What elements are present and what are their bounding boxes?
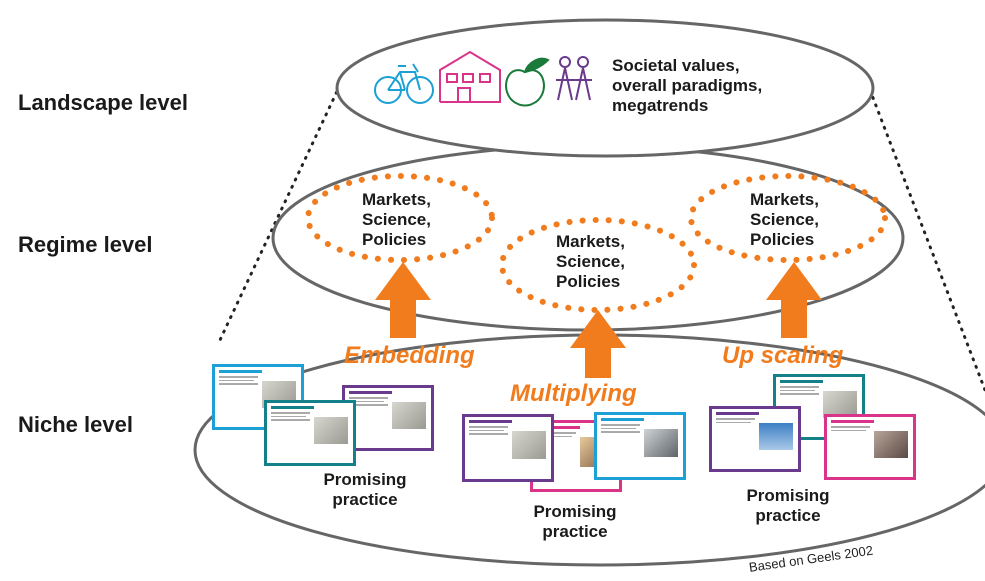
practice-3-line-2: practice: [755, 506, 821, 525]
practice-card: [824, 414, 916, 480]
landscape-line-1: Societal values,: [612, 56, 740, 75]
cone-left-line: [218, 83, 342, 342]
practice-card: [264, 400, 356, 466]
promising-practice-2: Promising practice: [520, 502, 630, 542]
practice-card: [342, 385, 434, 451]
practice-2-line-1: Promising: [533, 502, 617, 521]
landscape-level-label: Landscape level: [18, 90, 188, 115]
practice-1-line-2: practice: [332, 490, 398, 509]
regime-bubble-1-text: Markets, Science, Policies: [362, 190, 431, 250]
bubble-3-policies: Policies: [750, 230, 815, 249]
bubble-3-science: Science,: [750, 210, 819, 229]
bubble-2-markets: Markets,: [556, 232, 625, 251]
landscape-description: Societal values, overall paradigms, mega…: [612, 56, 762, 116]
niche-level-label: Niche level: [18, 412, 133, 437]
house-icon: [439, 50, 501, 103]
promising-practice-3: Promising practice: [733, 486, 843, 526]
upscaling-arrow: [766, 262, 822, 338]
cone-right-line: [868, 88, 985, 392]
practice-2-line-2: practice: [542, 522, 608, 541]
bubble-1-science: Science,: [362, 210, 431, 229]
multiplying-arrow: [570, 310, 626, 378]
regime-bubble-1: [305, 173, 495, 263]
practice-card: [462, 414, 554, 482]
landscape-ellipse: [335, 18, 875, 158]
practice-3-line-1: Promising: [746, 486, 830, 505]
bubble-2-policies: Policies: [556, 272, 621, 291]
bubble-1-markets: Markets,: [362, 190, 431, 209]
multiplying-label: Multiplying: [510, 380, 637, 407]
embedding-arrow: [375, 262, 431, 338]
practice-card: [594, 412, 686, 480]
regime-bubble-3: [688, 173, 888, 263]
practice-1-line-1: Promising: [323, 470, 407, 489]
landscape-line-3: megatrends: [612, 96, 709, 115]
promising-practice-1: Promising practice: [310, 470, 420, 510]
bicycle-icon: [374, 63, 434, 104]
embedding-label: Embedding: [344, 342, 475, 369]
regime-level-label: Regime level: [18, 232, 153, 257]
regime-bubble-2-text: Markets, Science, Policies: [556, 232, 625, 292]
practice-card: [709, 406, 801, 472]
apple-icon: [505, 57, 550, 107]
bubble-2-science: Science,: [556, 252, 625, 271]
bubble-1-policies: Policies: [362, 230, 427, 249]
bubble-3-markets: Markets,: [750, 190, 819, 209]
people-icon: [556, 56, 592, 101]
upscaling-label: Up scaling: [722, 342, 844, 369]
regime-bubble-3-text: Markets, Science, Policies: [750, 190, 819, 250]
landscape-line-2: overall paradigms,: [612, 76, 763, 95]
regime-bubble-2: [499, 217, 697, 313]
